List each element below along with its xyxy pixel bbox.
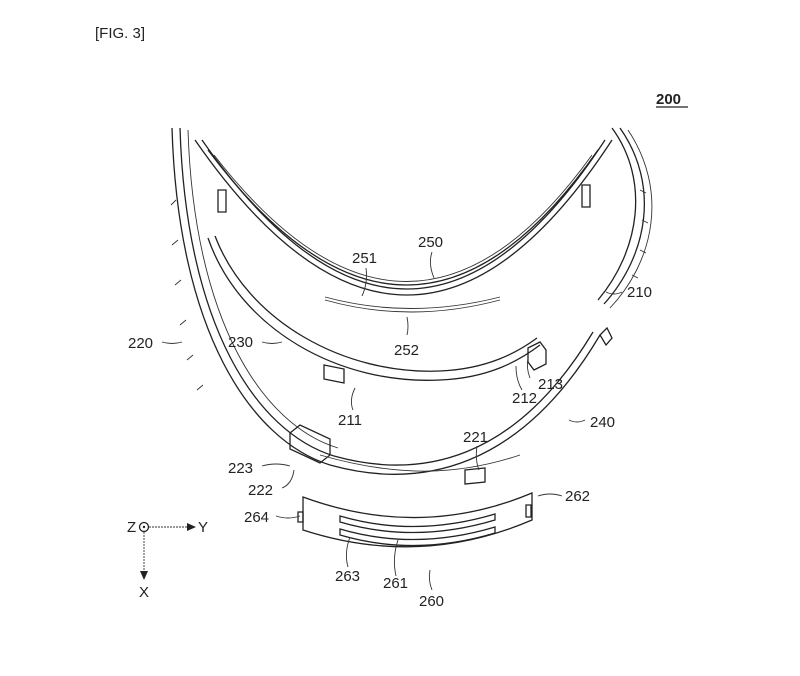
label-213: 213 [538, 376, 563, 393]
label-212: 212 [512, 390, 537, 407]
label-250: 250 [418, 234, 443, 251]
label-260: 260 [419, 593, 444, 610]
label-240: 240 [590, 414, 615, 431]
label-264: 264 [244, 509, 269, 526]
label-210: 210 [627, 284, 652, 301]
label-222: 222 [248, 482, 273, 499]
plate-260 [297, 492, 533, 548]
axis-z-label: Z [127, 519, 136, 536]
label-230: 230 [228, 334, 253, 351]
label-221: 221 [463, 429, 488, 446]
x-arrow-icon [140, 571, 148, 580]
band-230 [207, 235, 547, 384]
frame-210 [597, 127, 653, 309]
label-211: 211 [338, 412, 362, 429]
label-261: 261 [383, 575, 408, 592]
ring-250 [194, 139, 613, 313]
axis-y-label: Y [198, 519, 208, 536]
label-223: 223 [228, 460, 253, 477]
frame-220-240 [170, 127, 613, 485]
y-arrow-icon [187, 523, 196, 531]
leader-lines [161, 251, 623, 591]
z-axis-out-of-page-icon [138, 521, 150, 533]
label-251: 251 [352, 250, 377, 267]
assembly-ref-label: 200 [656, 91, 681, 108]
label-263: 263 [335, 568, 360, 585]
label-262: 262 [565, 488, 590, 505]
label-220: 220 [128, 335, 153, 352]
figure-caption: [FIG. 3] [95, 25, 145, 42]
coordinate-axes: Z Y X [127, 519, 208, 601]
label-252: 252 [394, 342, 419, 359]
axis-x-label: X [139, 584, 149, 601]
